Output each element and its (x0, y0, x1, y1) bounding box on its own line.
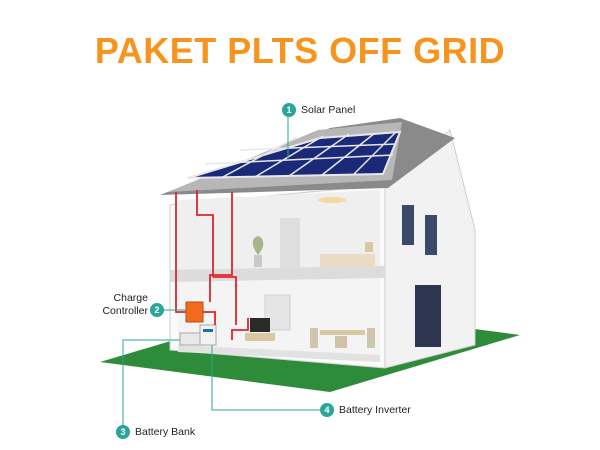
charge-controller-box (185, 301, 204, 323)
diagram-title: PAKET PLTS OFF GRID (94, 30, 506, 71)
wiring (175, 190, 249, 340)
upper-door (280, 218, 300, 268)
upper-lamp (365, 242, 373, 252)
battery-bank-box (179, 332, 201, 346)
dining-set (310, 328, 375, 348)
upper-bed (320, 254, 375, 268)
side-windows (402, 205, 441, 347)
tv (250, 318, 270, 332)
inverter-box (199, 324, 217, 346)
ceiling-lamp (318, 197, 346, 203)
upper-plant (252, 236, 264, 267)
label-solar-panel: Solar Panel (301, 104, 356, 116)
solar-panel-array (187, 130, 402, 179)
label-battery-bank: Battery Bank (135, 426, 196, 438)
tv-stand (245, 333, 275, 341)
badge-battery-bank: 3 (116, 425, 130, 439)
badge-battery-inverter: 4 (320, 403, 334, 417)
label-charge-controller: Charge Controller (102, 292, 148, 317)
badge-charge-controller: 2 (150, 303, 164, 317)
floor-slab (170, 266, 385, 282)
interior-upper-room (178, 190, 380, 272)
badge-solar-panel: 1 (282, 103, 296, 117)
leader-lines (122, 110, 320, 432)
lower-floor (178, 345, 380, 362)
label-battery-inverter: Battery Inverter (339, 404, 411, 416)
